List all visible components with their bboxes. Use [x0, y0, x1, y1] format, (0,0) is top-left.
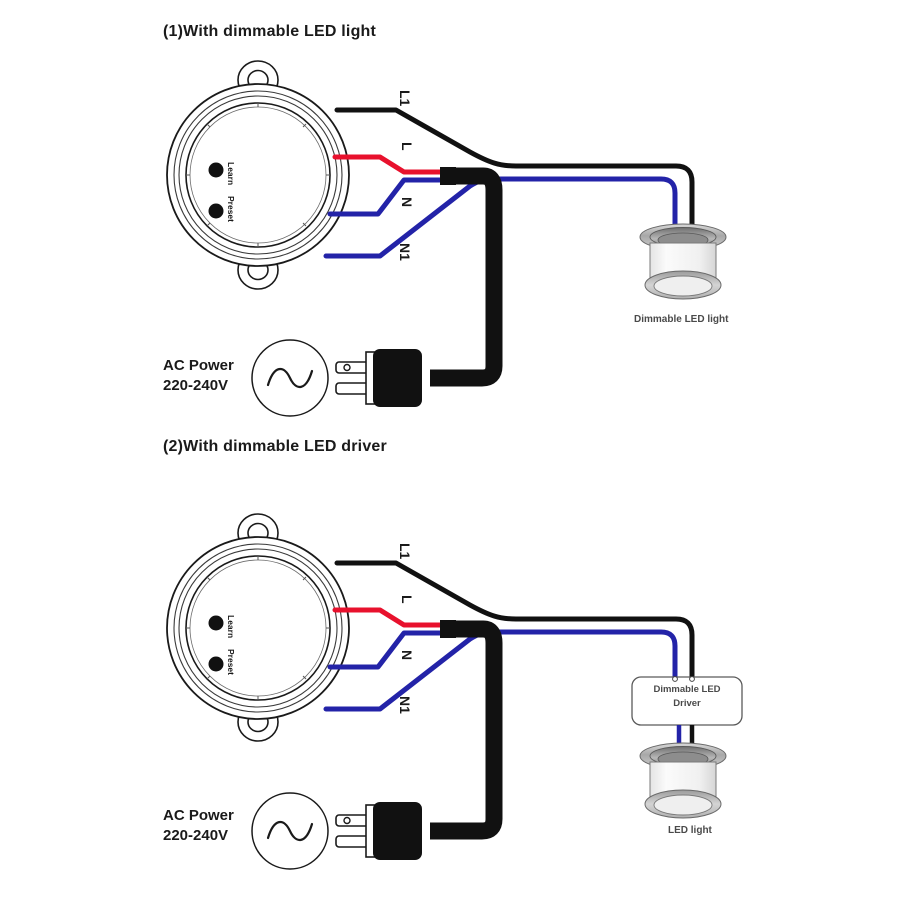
dimmable-led-light-fixture — [639, 223, 727, 300]
driver-label-line1: Dimmable LED — [653, 684, 720, 695]
mains-cable-sleeve — [430, 620, 503, 840]
wire-label-N1: N1 — [397, 696, 413, 714]
wire-L1 — [334, 560, 695, 680]
ac-power-symbol-1 — [251, 339, 329, 417]
wire-label-N: N — [399, 197, 415, 207]
dimmer-knob-inner-ring — [189, 106, 327, 244]
dimmer-tick-marks — [186, 556, 330, 700]
diagram-2-heading: (2)With dimmable LED driver — [163, 438, 387, 455]
preset-button[interactable] — [208, 203, 224, 219]
ac-power-label-2: AC Power 220-240V — [163, 806, 234, 846]
driver-label-line2: Driver — [673, 698, 701, 709]
wire-L1 — [334, 107, 695, 229]
fixture-lens — [653, 794, 713, 816]
cable-sleeve-end-cap — [440, 167, 456, 185]
wire-L — [332, 607, 447, 628]
dimmer-module-1[interactable]: Learn Preset — [166, 60, 350, 290]
plug-prongs — [335, 361, 371, 395]
wire-label-N: N — [399, 650, 415, 660]
wire-N — [327, 630, 447, 670]
learn-button[interactable] — [208, 162, 224, 178]
ac-sine-icon — [266, 821, 314, 841]
wire-N — [327, 177, 447, 217]
dimmer-tick-marks — [186, 103, 330, 247]
diagram-1-heading: (1)With dimmable LED light — [163, 23, 377, 40]
driver-input-terminal-l — [689, 676, 695, 682]
mains-plug-2 — [335, 802, 422, 860]
fixture-lens — [653, 275, 713, 297]
cable-sleeve-end-cap — [440, 620, 456, 638]
ac-power-symbol-2 — [251, 792, 329, 870]
plug-prongs — [335, 814, 371, 848]
diagram-1-group: Learn Preset L1 L N N1 — [166, 60, 727, 417]
wire-label-L: L — [399, 142, 415, 151]
led-driver-box: Dimmable LED Driver — [631, 676, 743, 745]
plug-body — [373, 349, 422, 407]
learn-button-label: Learn — [226, 162, 236, 185]
wire-label-L1: L1 — [397, 543, 413, 560]
ac-power-line2: 220-240V — [163, 827, 229, 844]
preset-button-label: Preset — [226, 649, 236, 675]
plug-body — [373, 802, 422, 860]
ac-power-line1: AC Power — [163, 357, 234, 374]
diagram-2-group: Learn Preset L1 L N N1 — [166, 513, 743, 870]
learn-button[interactable] — [208, 615, 224, 631]
ac-power-label-1: AC Power 220-240V — [163, 356, 234, 396]
learn-button-label: Learn — [226, 615, 236, 638]
dimmable-led-light-caption: Dimmable LED light — [634, 314, 729, 325]
dimmer-module-2[interactable]: Learn Preset — [166, 513, 350, 742]
ac-sine-icon — [266, 368, 314, 388]
ac-power-line2: 220-240V — [163, 377, 229, 394]
driver-box-outline — [631, 676, 743, 726]
wire-L — [332, 154, 447, 175]
preset-button[interactable] — [208, 656, 224, 672]
mains-cable-sleeve — [430, 167, 503, 387]
dimmer-knob-inner-ring — [189, 559, 327, 697]
led-light-caption: LED light — [668, 825, 712, 836]
wire-label-N1: N1 — [397, 243, 413, 261]
ac-power-line1: AC Power — [163, 807, 234, 824]
preset-button-label: Preset — [226, 196, 236, 222]
wire-label-L: L — [399, 595, 415, 604]
mains-plug-1 — [335, 349, 422, 407]
driver-input-terminal-n — [672, 676, 678, 682]
led-light-fixture — [639, 742, 727, 819]
wire-label-L1: L1 — [397, 90, 413, 107]
